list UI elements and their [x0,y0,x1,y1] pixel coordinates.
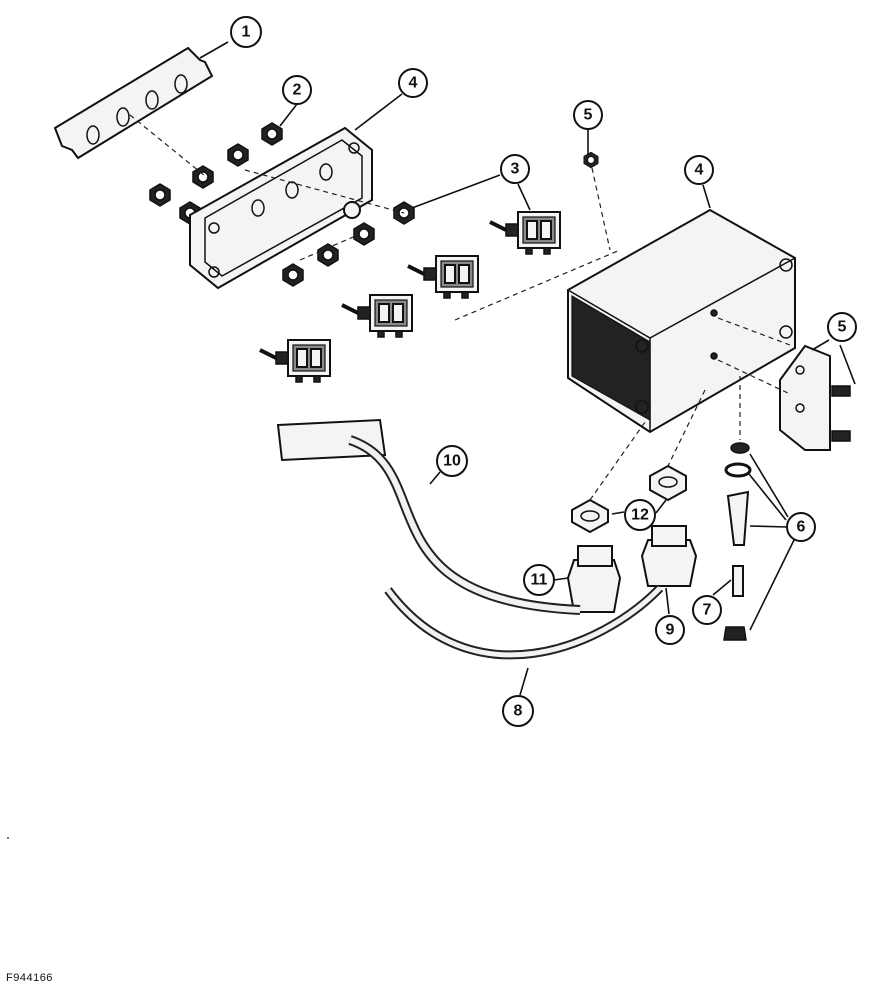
mounting-bracket [779,344,851,451]
callout-6: 6 [786,512,816,542]
svg-text:9: 9 [666,622,675,639]
callout-3: 3 [500,154,530,184]
svg-text:3: 3 [511,161,520,178]
callout-5-right: 5 [827,312,857,342]
callout-4-right: 4 [684,155,714,185]
svg-text:8: 8 [514,703,523,720]
large-hex-nuts [571,464,687,534]
switch-box-left [189,126,373,290]
svg-text:12: 12 [631,507,649,524]
svg-text:4: 4 [695,162,704,179]
svg-text:5: 5 [838,319,847,336]
callout-4-left: 4 [398,68,428,98]
svg-text:5: 5 [584,107,593,124]
figure-id-label: F944166 [6,972,53,984]
speck [7,837,9,839]
svg-text:10: 10 [443,453,461,470]
cable-assembly [276,418,664,660]
svg-text:11: 11 [531,572,548,589]
leader-lines [199,41,856,696]
svg-text:4: 4 [409,75,418,92]
cable-connectors [566,525,698,613]
callout-11: 11 [523,564,555,596]
callout-8: 8 [502,695,534,727]
switch-box-right [567,208,796,434]
callout-12: 12 [624,499,656,531]
callout-5-top: 5 [573,100,603,130]
gasket-plate [53,46,214,160]
callout-1: 1 [230,16,262,48]
callout-2: 2 [282,75,312,105]
callout-7: 7 [692,595,722,625]
callout-10: 10 [436,445,468,477]
fuse-holder-set [723,442,752,641]
svg-text:1: 1 [242,24,251,41]
svg-text:6: 6 [797,519,806,536]
svg-text:2: 2 [293,82,302,99]
svg-text:7: 7 [703,602,712,619]
top-nut [583,151,599,169]
assembly-lines [129,114,791,501]
callout-9: 9 [655,615,685,645]
